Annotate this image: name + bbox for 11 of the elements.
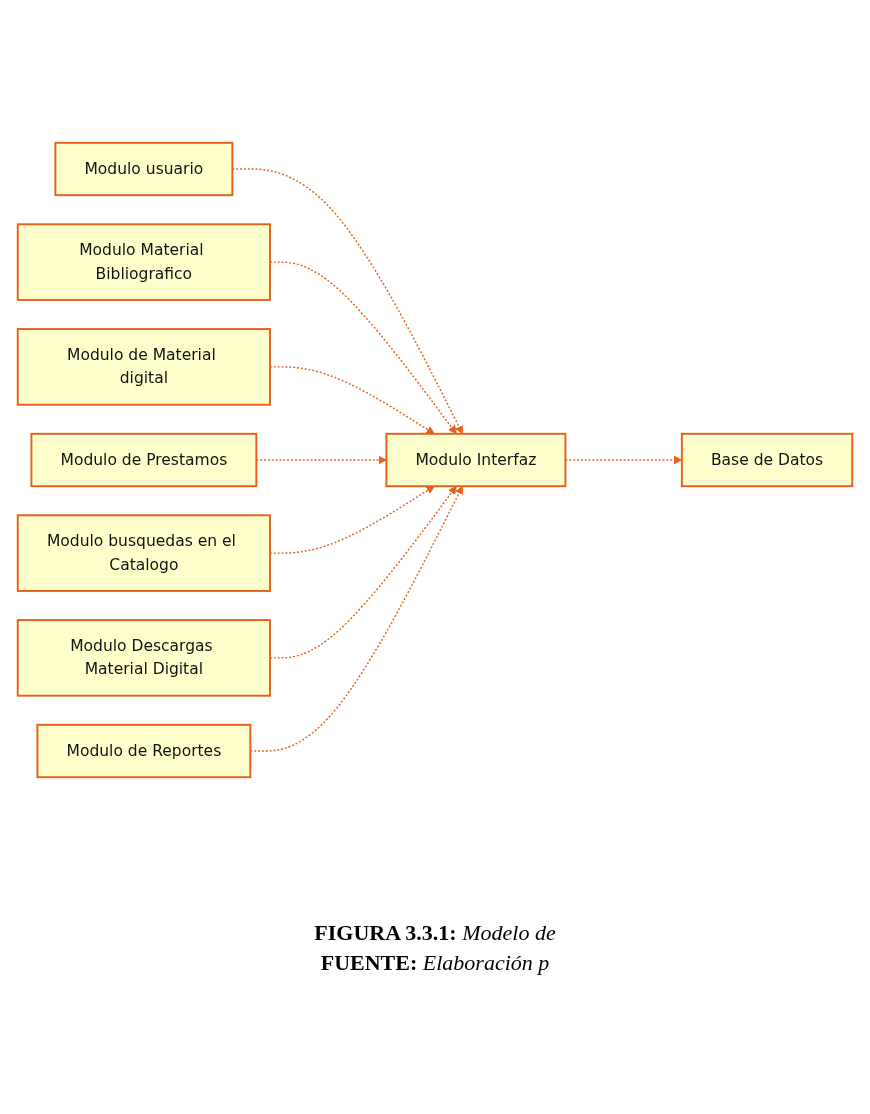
node-box: Base de Datos [680, 432, 854, 488]
source-note: FUENTE: Elaboración p [319, 950, 551, 976]
node-box: Modulo de Prestamos [30, 432, 258, 488]
node-box: Modulo de Reportes [36, 723, 252, 779]
node-box: Modulo Interfaz [385, 432, 567, 488]
node-box: Modulo usuario [54, 141, 234, 197]
node-box: Modulo de Material digital [16, 328, 271, 406]
node-box: Modulo Material Bibliografico [16, 223, 271, 301]
node-box: Modulo busquedas en el Catalogo [16, 514, 271, 592]
figure-caption: FIGURA 3.3.1: Modelo de [313, 920, 557, 946]
node-box: Modulo Descargas Material Digital [16, 619, 271, 697]
